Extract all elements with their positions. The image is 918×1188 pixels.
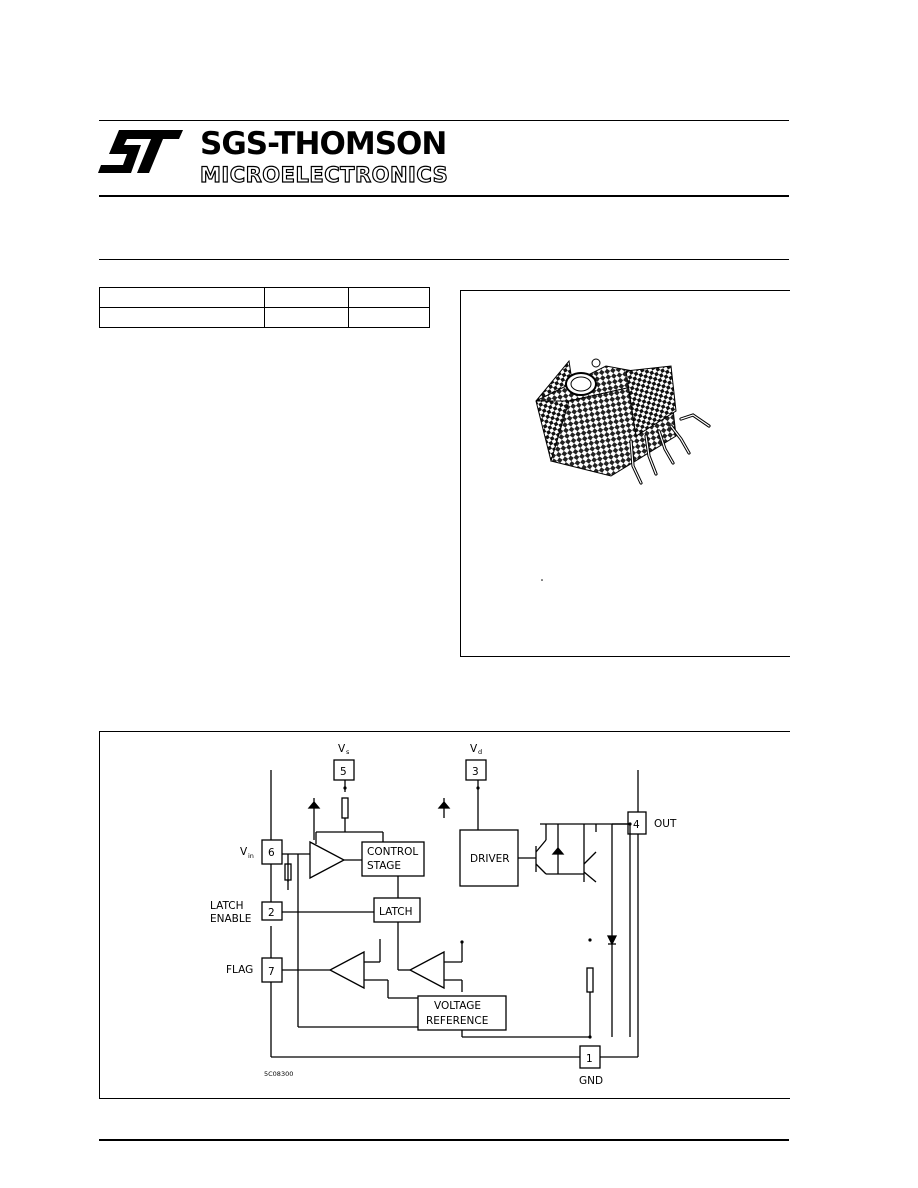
gnd-label: GND [579,1075,603,1087]
pin-7-number: 7 [268,966,275,978]
table-cell [264,307,349,328]
pin-1-number: 1 [586,1053,593,1065]
table-cell [99,307,265,328]
pin-2-number: 2 [268,907,275,919]
voltage-reference-label-2: REFERENCE [426,1015,488,1027]
vd-subscript: d [478,748,482,756]
brand-subtitle: MICROELECTRONICS [199,162,449,187]
pin-3-number: 3 [472,766,479,778]
brand-name: SGS-THOMSON [200,126,447,162]
latch-enable-label-2: ENABLE [210,913,251,925]
pin-5-number: 5 [340,766,347,778]
figure-code: 5C08300 [264,1070,293,1078]
latch-block-label: LATCH [379,906,412,918]
spec-table [99,287,430,328]
table-cell [99,287,265,308]
package-box [460,290,790,657]
driver-label: DRIVER [470,853,510,865]
block-diagram-box: V s 5 V d 3 V in 6 LATCH ENABLE 2 FLAG 7… [99,731,790,1099]
header-bottom-rule [99,195,789,197]
latch-enable-label-1: LATCH [210,900,243,912]
vs-subscript: s [346,748,350,756]
flag-label: FLAG [226,964,253,976]
table-row [99,307,430,328]
control-stage-label-1: CONTROL [367,846,418,858]
vs-label: V [338,743,346,755]
voltage-reference-label-1: VOLTAGE [434,1000,481,1012]
vin-subscript: in [248,852,254,860]
pin-4-number: 4 [633,819,640,831]
out-label: OUT [654,818,677,830]
table-cell [264,287,349,308]
package-image [535,358,711,581]
control-stage-label-2: STAGE [367,860,401,872]
pin-6-number: 6 [268,847,275,859]
top-rule [99,120,789,121]
vin-label: V [240,846,248,858]
table-cell [348,307,430,328]
vd-label: V [470,743,478,755]
footer-rule [99,1139,789,1141]
table-row [99,287,430,308]
title-rule [99,259,789,260]
table-cell [348,287,430,308]
block-diagram: V s 5 V d 3 V in 6 LATCH ENABLE 2 FLAG 7… [210,743,677,1087]
st-logo-icon [98,130,183,173]
